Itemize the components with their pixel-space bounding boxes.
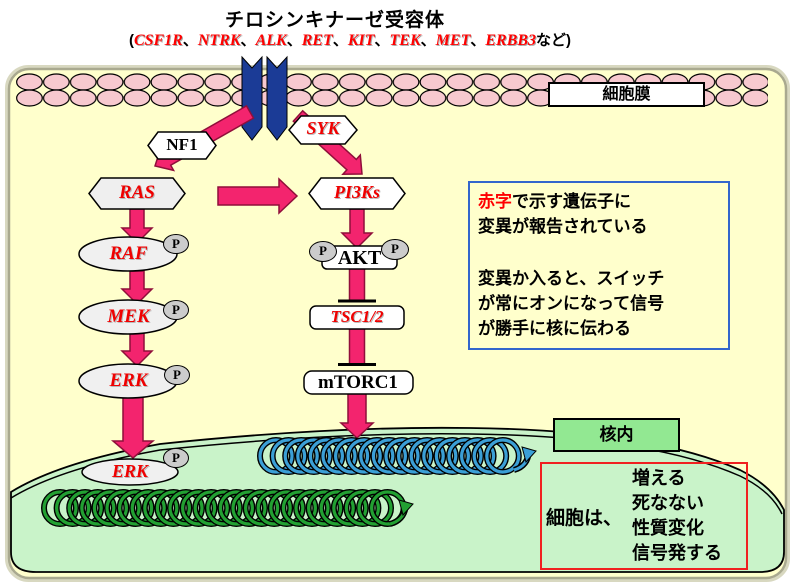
phospho-badge-mek: P	[163, 300, 189, 320]
nf1-hexagon	[147, 131, 217, 160]
gene-separator: 、	[332, 32, 348, 49]
phospho-badge-erk-nucleus: P	[163, 448, 189, 468]
result-item-change: 性質変化	[632, 518, 704, 538]
tsc-box	[309, 305, 405, 330]
gene-ret: RET	[301, 32, 333, 49]
annotation-red-word: 赤字	[478, 192, 512, 211]
erk-nucleus-ellipse	[81, 458, 179, 486]
syk-label: SYK	[306, 118, 340, 138]
gene-ntrk: NTRK	[197, 32, 241, 49]
annotation-line-4: が常にオンになって信号	[478, 294, 665, 313]
mtorc1-box	[303, 370, 414, 395]
erk-label: ERK	[109, 370, 148, 391]
dna-coil-blue	[257, 437, 522, 475]
inhibition-tbars	[338, 299, 376, 366]
annotation-line-1: 赤字で示す遺伝子に	[478, 189, 728, 214]
annotation-box: 赤字で示す遺伝子に 変異が報告されている 変異か入ると、スイッチ が常にオンにな…	[468, 181, 730, 350]
page-title: チロシンキナーゼ受容体	[224, 10, 445, 31]
nf1-label: NF1	[166, 135, 198, 154]
phospho-badge-raf: P	[163, 234, 189, 254]
nucleus-label: 核内	[553, 418, 680, 452]
gene-separator: 、	[240, 32, 256, 49]
arrow-ras-to-pi3ks	[217, 177, 299, 215]
gene-tek: TEK	[389, 32, 421, 49]
mtorc1-label: mTORC1	[318, 372, 398, 393]
coil-end-arrows	[389, 446, 537, 527]
arrow-pi3ks-to-akt	[340, 208, 374, 250]
syk-hexagon	[288, 115, 358, 145]
mek-label: MEK	[107, 306, 150, 327]
dna-coil-green	[41, 489, 407, 527]
result-item-grow: 増える	[632, 468, 686, 488]
gene-list-suffix: など)	[536, 32, 572, 49]
phospho-badge-erk: P	[164, 365, 190, 385]
ras-hexagon	[88, 177, 186, 210]
pi3ks-hexagon	[308, 177, 406, 210]
phospho-badge-akt-right: P	[381, 239, 409, 260]
result-item-signal: 信号発する	[632, 543, 722, 563]
gene-csf1r: CSF1R	[133, 32, 183, 49]
gene-met: MET	[435, 32, 471, 49]
membrane-label: 細胞膜	[548, 82, 705, 107]
paren-open: (	[128, 32, 134, 49]
gene-separator: 、	[374, 32, 390, 49]
phospho-badge-akt-left: P	[309, 241, 337, 262]
inhibit-bar-tsc-mtorc1	[348, 327, 366, 365]
ras-label: RAS	[119, 182, 155, 203]
pi3ks-label: PI3Ks	[333, 182, 380, 202]
receptor-bar-left	[241, 55, 263, 141]
gene-separator: 、	[286, 32, 302, 49]
arrow-mek-to-erk	[120, 332, 154, 368]
erk-nucleus-label: ERK	[111, 461, 149, 481]
annotation-line-2: 変異が報告されている	[478, 217, 648, 236]
cell-outline-bevel	[5, 65, 790, 582]
gene-kit: KIT	[347, 32, 375, 49]
gene-separator: 、	[470, 32, 486, 49]
tsc12-label: TSC1/2	[330, 307, 384, 326]
result-lead: 細胞は、	[546, 507, 623, 529]
arrow-ras-to-raf	[120, 208, 154, 245]
raf-ellipse	[78, 236, 178, 272]
gene-list: (CSF1R、NTRK、ALK、RET、KIT、TEK、MET、ERBB3など)	[20, 29, 680, 50]
result-items: 増える 死なない 性質変化 信号発する	[632, 466, 746, 566]
gene-separator: 、	[182, 32, 198, 49]
annotation-line-5: が勝手に核に伝わる	[478, 319, 631, 338]
arrow-raf-to-mek	[120, 270, 154, 306]
inhibit-bar-akt-tsc	[348, 265, 366, 302]
akt-label: AKT	[337, 247, 382, 269]
annotation-line-1-rest: で示す遺伝子に	[512, 192, 631, 211]
gene-separator: 、	[420, 32, 436, 49]
arrow-mtorc1-to-nucleus	[339, 392, 375, 440]
result-item-no-death: 死なない	[632, 493, 704, 513]
annotation-line-3: 変異か入ると、スイッチ	[478, 269, 665, 288]
result-box: 細胞は、 増える 死なない 性質変化 信号発する	[540, 462, 748, 570]
receptor-bar-right	[266, 55, 288, 141]
arrow-erk-to-nucleus	[110, 396, 156, 459]
raf-label: RAF	[109, 243, 148, 264]
gene-alk: ALK	[255, 32, 287, 49]
annotation-blank-line	[478, 239, 728, 266]
gene-erbb3: ERBB3	[485, 32, 537, 49]
